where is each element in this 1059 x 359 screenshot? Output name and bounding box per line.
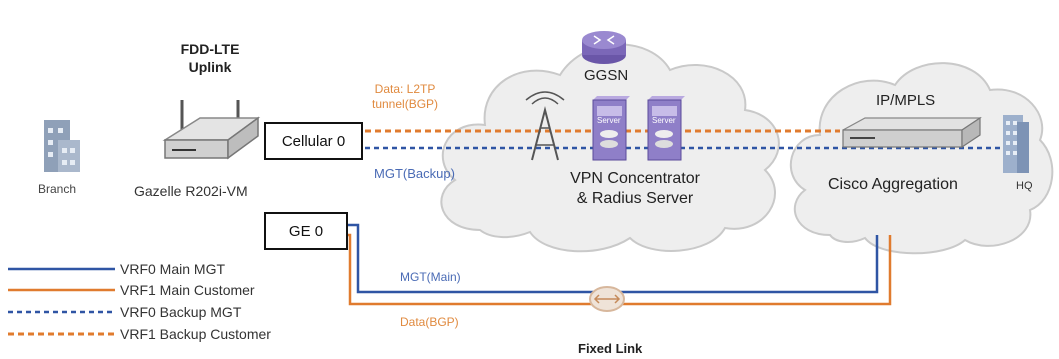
ipmpls-label: IP/MPLS [876,92,936,109]
vpn-label: VPN Concentrator & Radius Server [560,169,710,209]
router-name-label: Gazelle R202i-VM [134,183,248,199]
router-device-icon [162,100,261,160]
cell-tower-icon [525,91,565,161]
data-bgp-label: Data(BGP) [400,315,459,329]
server-icon [647,96,685,161]
uplink-title: FDD-LTE Uplink [175,40,245,76]
server-label-1: Server [597,116,621,125]
mgt-backup-label: MGT(Backup) [374,166,455,181]
mgt-main-label: MGT(Main) [400,270,461,284]
legend-item-main-customer: VRF1 Main Customer [120,282,255,298]
uplink-title-line2: Uplink [188,59,232,75]
aggregation-switch-icon [842,116,982,149]
server-label-2: Server [652,116,676,125]
fixed-link-label: Fixed Link [578,341,643,356]
legend-item-backup-mgt: VRF0 Backup MGT [120,304,242,320]
data-l2tp-line1: Data: L2TP [374,82,436,96]
cellular-port-box[interactable]: Cellular 0 [264,122,363,160]
main-customer-line [348,233,892,306]
mpls-cloud [789,62,1054,255]
legend-item-backup-customer: VRF1 Backup Customer [120,326,271,342]
hq-label: HQ [1016,180,1033,192]
ggsn-router-icon [582,31,626,64]
data-l2tp-label: Data: L2TP tunnel(BGP) [372,82,438,112]
uplink-title-line1: FDD-LTE [180,41,240,57]
fixed-link-router-icon [589,286,625,312]
branch-building-icon [44,120,80,172]
ge-port-box[interactable]: GE 0 [264,212,348,250]
ggsn-label: GGSN [584,67,629,84]
vpn-label-line2: & Radius Server [576,190,694,207]
legend-item-main-mgt: VRF0 Main MGT [120,261,226,277]
cisco-label: Cisco Aggregation [828,176,958,193]
hq-building-icon [1003,115,1029,173]
server-icon [592,96,630,161]
vpn-label-line1: VPN Concentrator [570,170,700,187]
data-l2tp-line2: tunnel(BGP) [372,97,439,111]
branch-label: Branch [38,182,77,196]
main-mgt-line [348,223,879,294]
